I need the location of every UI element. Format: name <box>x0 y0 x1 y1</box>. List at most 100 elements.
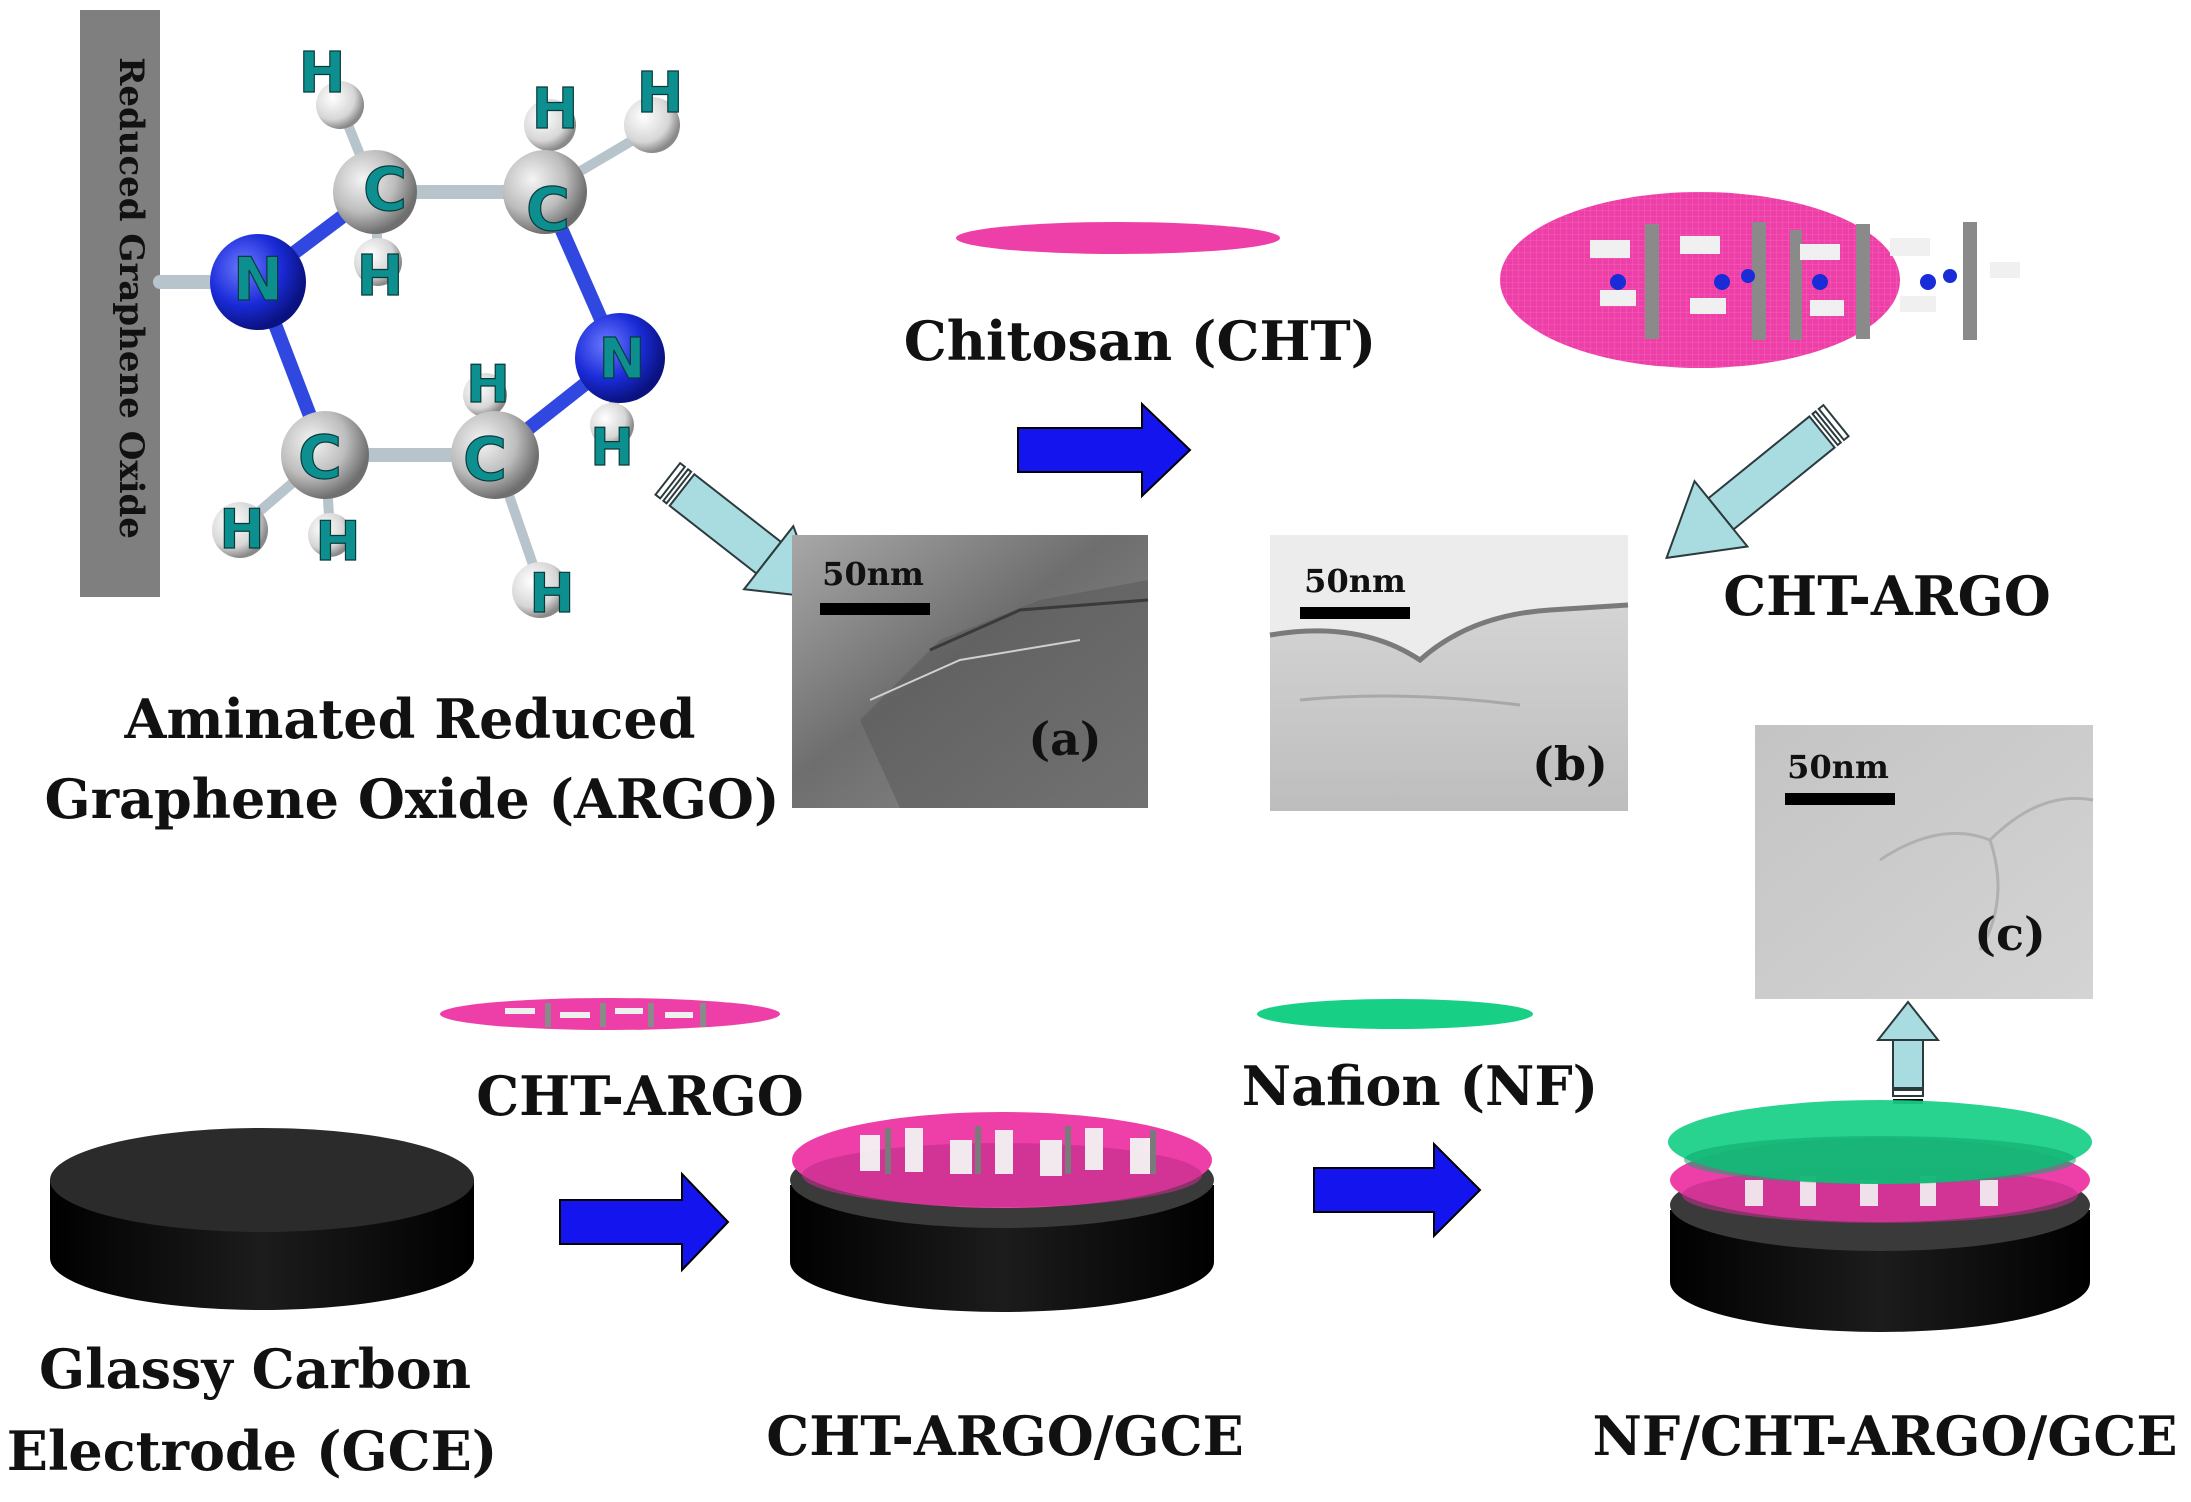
graphene-sheet <box>885 1128 891 1174</box>
cht-argo-top-label: CHT-ARGO <box>1723 564 2051 628</box>
argo-label-line2: Graphene Oxide (ARGO) <box>44 767 779 831</box>
amine-site <box>1920 274 1936 290</box>
scale-bar-label: 50nm <box>1787 748 1889 786</box>
chain-fragment <box>1890 238 1930 256</box>
tem-a-edge <box>869 639 1081 701</box>
tem-b-edge <box>1269 602 1629 664</box>
nitrogen-atom <box>575 313 665 403</box>
chain-fragment <box>1680 236 1720 254</box>
graphene-sheet <box>975 1126 981 1174</box>
panel-label-a: (a) <box>1028 712 1101 766</box>
atom-labels: H H H C C N H N H H C C H H H <box>219 40 684 625</box>
pointer-arrow-to-b <box>1665 403 1850 560</box>
carbon-atom <box>333 150 417 234</box>
argo-label-line1: Aminated Reduced <box>124 687 696 751</box>
carbon-atom <box>451 411 539 499</box>
hydrogen-atom <box>512 562 568 618</box>
chain-fragment <box>1860 1180 1878 1206</box>
chain-fragment <box>1800 244 1840 260</box>
tem-c-boundary <box>1879 831 2000 951</box>
graphene-sheet <box>1963 222 1977 340</box>
tem-image-c: 50nm (c) <box>1755 725 2094 999</box>
tem-b-upper <box>1270 535 1628 660</box>
cht-argo-bottom-label: CHT-ARGO <box>476 1064 804 1128</box>
hydrogen-atom <box>212 502 268 558</box>
cht-argo-composite <box>1500 192 2020 368</box>
process-arrow-2 <box>559 1171 730 1273</box>
hydrogen-atom <box>624 97 680 153</box>
graphene-sheet <box>545 1003 551 1027</box>
h-label: H <box>529 562 574 625</box>
cht-argo-gce-electrode <box>790 1112 1214 1312</box>
amine-site <box>1741 269 1755 283</box>
amine-site <box>1714 274 1730 290</box>
cht-argo-small <box>440 998 780 1030</box>
graphene-sheet <box>1065 1126 1071 1174</box>
tem-b-edge <box>1299 694 1521 707</box>
chain-fragment <box>950 1140 972 1174</box>
rgo-sheet: Reduced Graphene Oxide <box>80 10 160 597</box>
nafion-shade <box>1684 1136 2076 1184</box>
chain-fragment <box>1600 290 1636 306</box>
panel-label-c: (c) <box>1974 907 2046 961</box>
hydrogen-atom <box>316 81 364 129</box>
chain-fragment <box>1990 262 2020 278</box>
chain-fragment <box>860 1135 880 1171</box>
h-label: H <box>532 77 579 142</box>
chain-fragment <box>1085 1128 1103 1170</box>
cht-argo-small-ellipse <box>440 998 780 1030</box>
chitosan-label: Chitosan (CHT) <box>904 309 1376 373</box>
tem-image-a: 50nm (a) <box>792 535 1149 808</box>
chain-fragment <box>615 1008 643 1014</box>
chain-fragment <box>1745 1180 1763 1206</box>
hydrogen-atom <box>308 513 352 557</box>
c-label: C <box>363 155 407 225</box>
chain-fragment <box>1040 1140 1062 1176</box>
scale-bar-label: 50nm <box>1304 562 1406 600</box>
chain-fragment <box>505 1008 535 1014</box>
chain-fragment <box>1130 1138 1150 1174</box>
hydrogen-atom <box>590 403 634 447</box>
graphene-sheets <box>1645 222 1977 340</box>
graphene-sheet <box>648 1003 654 1027</box>
coating-structures <box>860 1128 1150 1176</box>
scale-bar-label: 50nm <box>822 555 924 593</box>
chain-fragment <box>1920 1176 1936 1206</box>
scale-bar <box>1785 793 1895 805</box>
graphene-sheet <box>1856 224 1870 339</box>
chain-fragment <box>665 1012 693 1018</box>
h-label: H <box>219 498 264 561</box>
hydrogen-atom <box>354 238 402 286</box>
amine-site <box>1610 274 1626 290</box>
chitosan-ellipse <box>956 222 1280 254</box>
graphene-sheet <box>600 1003 606 1027</box>
coating-structures <box>1745 1176 1998 1206</box>
nafion-label: Nafion (NF) <box>1242 1054 1598 1118</box>
tem-c-background <box>1755 725 2093 999</box>
nafion-ellipse <box>1257 999 1533 1029</box>
rgo-bar-label: Reduced Graphene Oxide <box>111 57 151 539</box>
graphene-sheet <box>1790 230 1802 340</box>
graphene-sheet <box>1752 222 1766 340</box>
hydrogen-atom <box>524 99 576 151</box>
graphene-sheet <box>1150 1130 1156 1174</box>
rgo-bar <box>80 10 160 597</box>
carbon-atom <box>503 150 587 234</box>
tem-a-edge <box>929 598 1149 652</box>
process-arrow-1 <box>1017 401 1192 499</box>
chain-fragment <box>1690 298 1726 314</box>
nitrogen-atom <box>210 234 306 330</box>
chain-fragment <box>995 1130 1013 1174</box>
hydrogen-atom <box>463 373 507 417</box>
h-label: H <box>357 244 404 309</box>
chain-fragment <box>1900 296 1936 312</box>
c-label: C <box>298 423 342 493</box>
scale-bar <box>820 603 930 615</box>
gce-top <box>50 1128 474 1232</box>
chain-fragment <box>1810 300 1844 316</box>
c-label: C <box>463 425 507 495</box>
cht-argo-gce-label: CHT-ARGO/GCE <box>766 1404 1244 1468</box>
nf-cht-argo-gce-electrode <box>1668 1100 2092 1332</box>
tem-c-boundary <box>1988 796 2094 842</box>
